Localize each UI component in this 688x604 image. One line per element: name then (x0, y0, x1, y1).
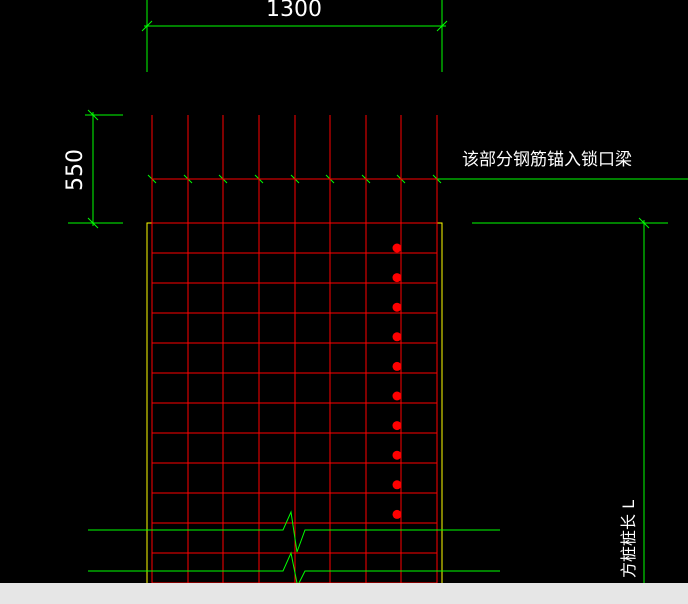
pile-length-label: 方桩桩长 L (619, 500, 638, 578)
length-dim-tick (638, 217, 650, 229)
rebar-dot (392, 450, 402, 460)
left-dimension-text: 550 (63, 149, 88, 191)
top-dimension-text: 1300 (266, 0, 322, 22)
left-dim-tick-bottom (87, 217, 99, 229)
rebar-dot (392, 480, 402, 490)
anchorage-note: 该部分钢筋锚入锁口梁 (462, 150, 632, 170)
break-line-lower (88, 551, 298, 583)
left-dimension: 550 (63, 109, 123, 229)
status-bar (0, 583, 688, 604)
top-dim-tick-left (141, 20, 153, 32)
pile-left-edge (146, 222, 152, 583)
length-dimension: 方桩桩长 L (472, 217, 668, 583)
pile-reinforcement-drawing: 1300 550 该部分钢筋锚入锁口梁 方桩桩长 L (63, 0, 688, 583)
break-line-lower-right (298, 570, 500, 583)
rebar-dot (392, 509, 402, 519)
anchorage-annotation: 该部分钢筋锚入锁口梁 (147, 150, 688, 184)
rebar-dot (392, 421, 402, 431)
rebar-dot (392, 361, 402, 371)
rebar-dots (392, 243, 402, 519)
break-line-upper (88, 510, 500, 553)
rebar-dot (392, 302, 402, 312)
rebar-dot (392, 243, 402, 253)
pile-outline (146, 222, 443, 583)
top-dimension: 1300 (141, 0, 448, 72)
rebar-cage (151, 115, 438, 583)
left-dim-tick-top (87, 109, 99, 121)
rebar-dot (392, 332, 402, 342)
top-dim-tick-right (436, 20, 448, 32)
rebar-dot (392, 391, 402, 401)
break-lines (88, 510, 500, 583)
pile-right-edge (437, 222, 443, 583)
rebar-dot (392, 273, 402, 283)
